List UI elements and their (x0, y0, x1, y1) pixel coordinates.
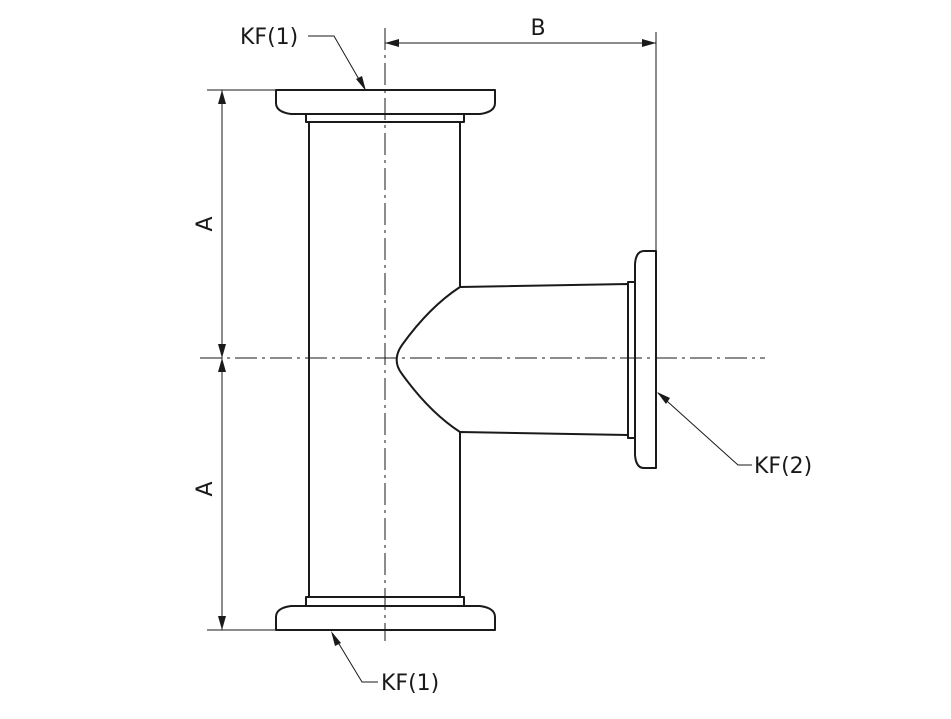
leader-line-top (308, 35, 365, 89)
arrowhead (218, 344, 226, 358)
arrowhead (218, 358, 226, 372)
dim-label-a-lower: A (193, 481, 218, 496)
dimension-b: B (385, 16, 657, 251)
leader-top: KF(1) (240, 25, 366, 91)
arrowhead (657, 392, 670, 404)
leader-side: KF(2) (657, 392, 812, 479)
leader-line-bottom (332, 633, 378, 683)
arrowhead (385, 39, 399, 47)
dimension-a: A A (193, 89, 276, 631)
arrowhead (331, 631, 341, 646)
arrowhead (218, 616, 226, 630)
dim-label-b: B (530, 16, 545, 41)
leader-bottom: KF(1) (331, 631, 439, 696)
arrowhead (356, 76, 366, 91)
leader-line-side (657, 392, 752, 466)
label-kf1-bottom: KF(1) (381, 671, 439, 696)
arrowhead (642, 39, 656, 47)
dim-label-a-upper: A (193, 216, 218, 231)
tube-body-with-branch (308, 121, 629, 598)
label-kf1-top: KF(1) (240, 25, 298, 50)
main-tube (308, 121, 629, 598)
arrowhead (218, 90, 226, 104)
tee-intersection-curve (395, 286, 461, 433)
side-flange (627, 250, 657, 469)
side-flange-plate (634, 250, 657, 469)
label-kf2-side: KF(2) (754, 454, 812, 479)
